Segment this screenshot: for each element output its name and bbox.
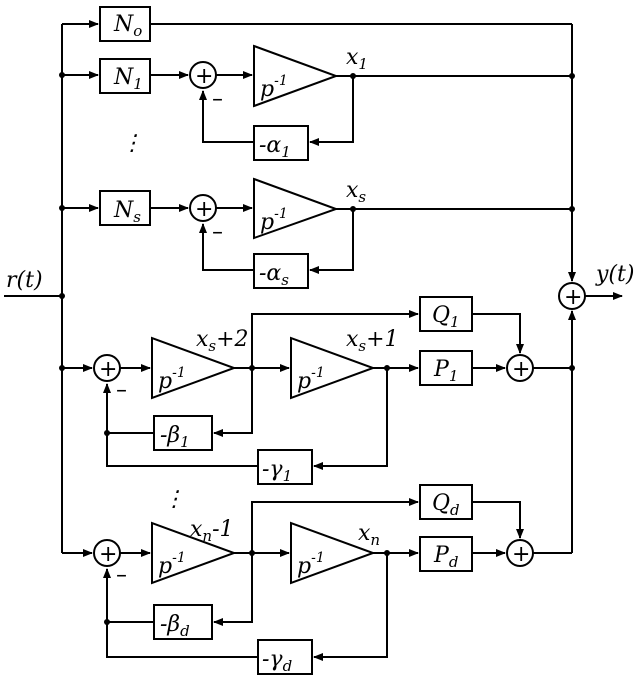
input-label: r(t) bbox=[6, 268, 43, 293]
row-ns: Ns + – p-1 xs -αs bbox=[62, 177, 572, 289]
output-block-qd bbox=[419, 484, 473, 520]
feedback-block-alpha1 bbox=[253, 125, 309, 161]
second-order-block-d: + – p-1 xn-1 p-1 xn Qd Pd bbox=[62, 484, 572, 675]
plus-sign: + bbox=[99, 542, 117, 567]
feedback-label-betad: -βd bbox=[160, 612, 190, 640]
minus-sign: – bbox=[212, 87, 223, 112]
output-block-q1 bbox=[419, 296, 473, 332]
integrator-label: p-1 bbox=[297, 365, 325, 394]
feedback-label-beta1: -β1 bbox=[160, 423, 190, 451]
integrator-label: p-1 bbox=[260, 206, 288, 235]
state-label-xs2: xs+2 bbox=[196, 327, 249, 355]
gain-label-n0: No bbox=[113, 12, 142, 40]
feedback-label-alpha1: -α1 bbox=[259, 133, 291, 161]
ellipsis-top: ⋮ bbox=[121, 131, 143, 156]
plus-sign: + bbox=[195, 197, 213, 222]
gain-block-n0 bbox=[99, 6, 151, 42]
feedback-block-gamma1 bbox=[257, 449, 313, 485]
plus-sign: + bbox=[512, 357, 530, 382]
gain-block-ns bbox=[99, 190, 151, 226]
output-label-qd: Qd bbox=[432, 491, 460, 519]
row-n1: N1 + – p-1 x1 -α1 bbox=[62, 44, 572, 161]
output-label-q1: Q1 bbox=[432, 303, 460, 331]
feedback-label-alphas: -αs bbox=[259, 261, 289, 289]
integrator-bdb bbox=[290, 521, 376, 585]
output-block-p1 bbox=[419, 350, 473, 386]
feedback-label-gamma1: -γ1 bbox=[262, 457, 292, 485]
integrator-b1a bbox=[151, 336, 237, 400]
integrator-label: p-1 bbox=[260, 73, 288, 102]
output-label-pd: Pd bbox=[433, 543, 458, 571]
output-bus: + bbox=[558, 24, 623, 553]
feedback-block-alphas bbox=[253, 253, 309, 289]
plus-sign: + bbox=[99, 357, 117, 382]
plus-sign: + bbox=[195, 64, 213, 89]
output-label-p1: P1 bbox=[433, 357, 458, 385]
plus-sign: + bbox=[512, 542, 530, 567]
integrator-label: p-1 bbox=[297, 550, 325, 579]
output-label: y(t) bbox=[595, 262, 634, 287]
state-label-xn: xn bbox=[358, 521, 380, 549]
second-order-block-1: + – p-1 xs+2 p-1 xs+1 Q1 P1 bbox=[62, 296, 572, 485]
plus-sign: + bbox=[564, 285, 582, 310]
state-label-xn1: xn-1 bbox=[190, 517, 234, 545]
minus-sign: – bbox=[212, 220, 223, 245]
state-label-xs1: xs+1 bbox=[346, 327, 399, 355]
feedback-label-gammad: -γd bbox=[262, 647, 292, 675]
integrator-b1b bbox=[290, 336, 376, 400]
gain-label-n1: N1 bbox=[113, 65, 143, 93]
gain-label-ns: Ns bbox=[113, 198, 141, 226]
minus-sign: – bbox=[116, 563, 127, 588]
ellipsis-middle: ⋮ bbox=[163, 487, 185, 512]
integrator-label: p-1 bbox=[158, 550, 186, 579]
integrator-bda bbox=[151, 521, 237, 585]
integrator-1 bbox=[253, 44, 339, 108]
row-n0: No bbox=[62, 6, 572, 42]
integrator-label: p-1 bbox=[158, 365, 186, 394]
feedback-block-gammad bbox=[257, 639, 313, 675]
state-label-xs: xs bbox=[346, 178, 366, 206]
minus-sign: – bbox=[116, 378, 127, 403]
integrator-s bbox=[253, 177, 339, 240]
state-label-x1: x1 bbox=[346, 45, 368, 73]
output-block-pd bbox=[419, 536, 473, 572]
